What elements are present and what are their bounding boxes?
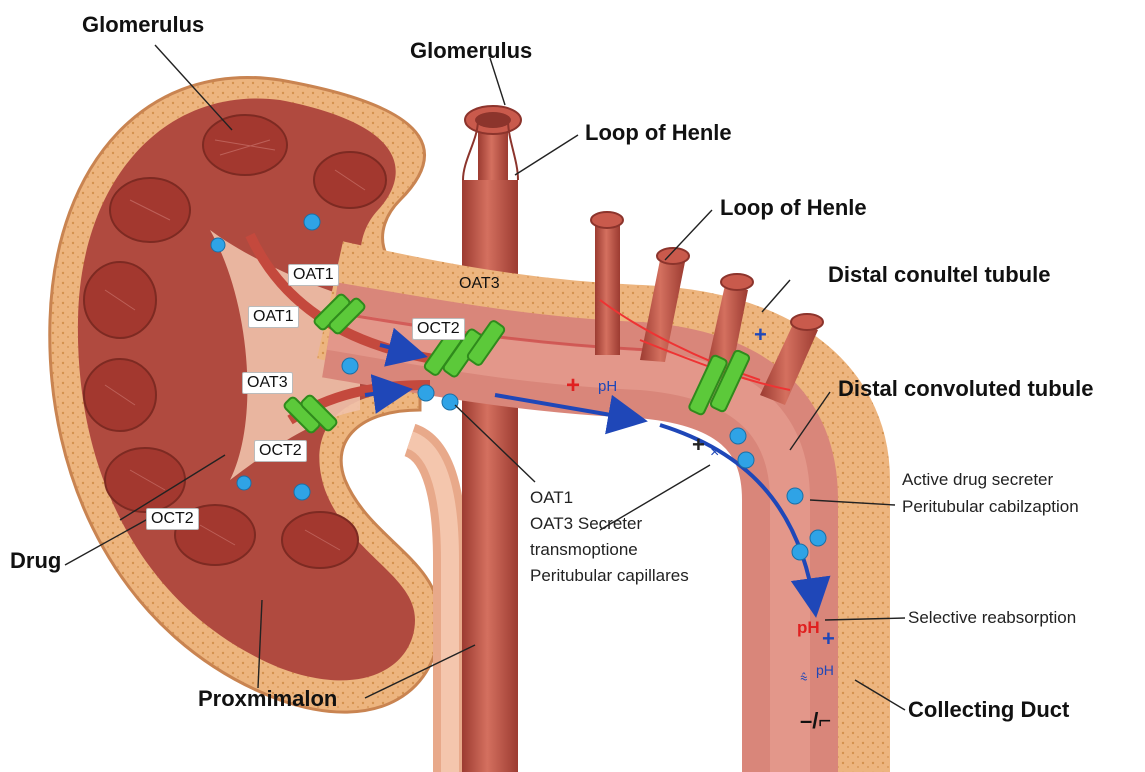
transporter-oct2-c: OCT2 (146, 508, 199, 530)
ph-small-mark: pH (816, 662, 834, 678)
label-glomerulus-top: Glomerulus (410, 38, 532, 63)
neg-mark: –/⌐ (800, 708, 831, 734)
transporter-oat1-a: OAT1 (288, 264, 339, 286)
small-glyph-mark: ⩯ (800, 670, 808, 686)
label-oat-block-4: Peritubular capillares (530, 566, 689, 586)
x-mark: × (710, 444, 719, 462)
label-distal-conultel: Distal conultel tubule (828, 262, 1050, 287)
transporter-oat3-b: OAT3 (242, 372, 293, 394)
transporter-oct2-b: OCT2 (254, 440, 307, 462)
label-oat-block-2: OAT3 Secreter (530, 514, 642, 534)
ph-blue-mark: pH (598, 378, 617, 395)
label-active-drug-1: Active drug secreter (902, 470, 1053, 490)
label-selective-reabsorption: Selective reabsorption (908, 608, 1076, 628)
label-active-drug-2: Peritubular cabilzaption (902, 497, 1079, 517)
label-oat-block-1: OAT1 (530, 488, 573, 508)
transporter-oat1-b: OAT1 (248, 306, 299, 328)
label-collecting-duct: Collecting Duct (908, 697, 1069, 722)
plus-blue-top-mark: + (754, 322, 767, 348)
plus-red-mark: + (566, 372, 580, 400)
label-proxmimalon: Proxmimalon (198, 686, 337, 711)
label-drug: Drug (10, 548, 61, 573)
transporter-oct2-a: OCT2 (412, 318, 465, 340)
plus-blue-mark: + (822, 626, 835, 652)
cross-mark: + (692, 432, 705, 458)
label-oat-block-3: transmoptione (530, 540, 638, 560)
label-glomerulus-left: Glomerulus (82, 12, 204, 37)
label-distal-convoluted: Distal convoluted tubule (838, 376, 1093, 401)
label-loop-of-henle-2: Loop of Henle (720, 195, 867, 220)
label-loop-of-henle-1: Loop of Henle (585, 120, 732, 145)
transporter-oat3-a: OAT3 (455, 274, 504, 294)
ph-red-mark: pH (797, 618, 820, 638)
